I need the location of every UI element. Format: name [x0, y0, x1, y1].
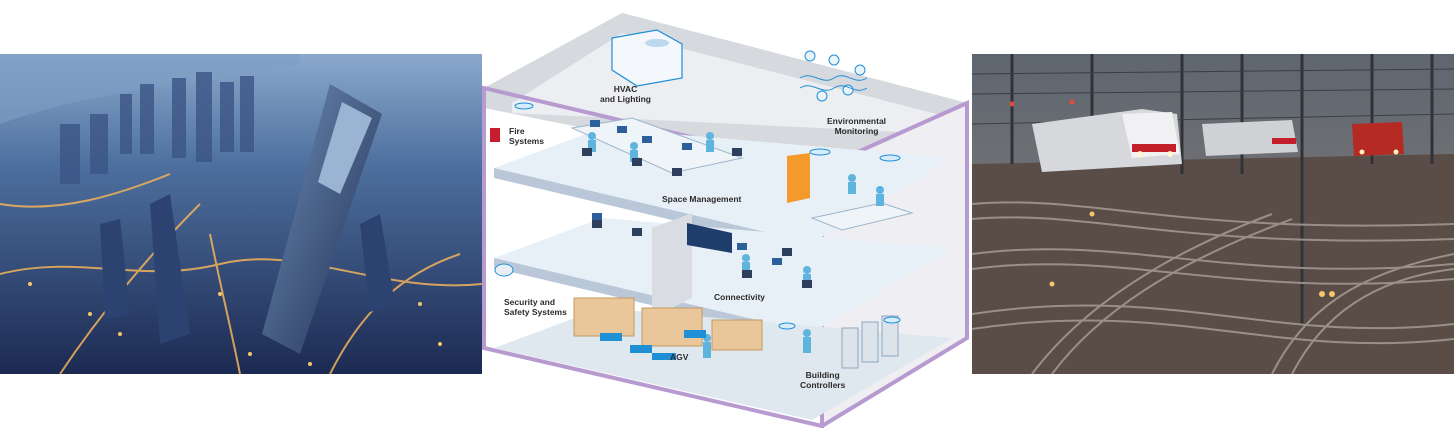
smoke-detector-icon — [514, 102, 534, 110]
label-environmental: Environmental Monitoring — [827, 116, 887, 136]
label-building-controllers: Building Controllers — [800, 370, 846, 390]
railway-yard-photo — [972, 54, 1454, 374]
fire-alarm-icon — [490, 128, 500, 142]
hvac-unit-icon — [611, 29, 683, 87]
label-agv: AGV — [670, 352, 689, 362]
label-hvac: HVAC and Lighting — [600, 84, 651, 104]
city-aerial-photo — [0, 54, 482, 374]
wifi-access-point-icon — [778, 148, 901, 330]
security-camera-icon — [494, 263, 514, 277]
label-connectivity: Connectivity — [714, 292, 766, 302]
label-security: Security and Safety Systems — [504, 297, 567, 317]
agv-robot-icon — [652, 353, 676, 360]
environmental-sensor-icon — [799, 50, 868, 102]
label-space-management: Space Management — [662, 194, 742, 204]
label-fire-systems: Fire Systems — [509, 126, 544, 146]
smart-building-cutaway: HVAC and Lighting Fire Systems Environme… — [482, 8, 972, 428]
